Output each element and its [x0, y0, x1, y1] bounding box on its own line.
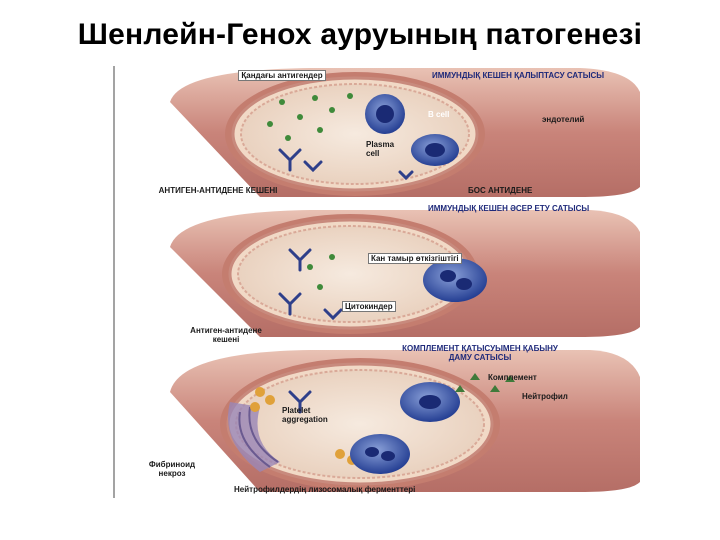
- slide-title: Шенлейн-Генох ауруының патогенезі: [77, 18, 643, 51]
- label-immune-complex-2: Антиген-антидене кешені: [190, 326, 262, 344]
- label-free-antibody: БОС АНТИДЕНЕ: [468, 186, 533, 195]
- label-neutrophil: Нейтрофил: [522, 392, 568, 401]
- panel-3-vessel: [170, 350, 640, 492]
- label-enzymes: Нейтрофилдердің лизосомалық ферменттері: [234, 485, 416, 494]
- label-endothelium: эндотелий: [542, 115, 585, 124]
- label-cytokines: Цитокиндер: [342, 301, 396, 312]
- label-fibrinoid: Фибриноид некроз: [148, 460, 196, 478]
- label-stage-effect: ИММУНДЫҚ КЕШЕН ӘСЕР ЕТУ САТЫСЫ: [428, 204, 590, 213]
- panel-2-vessel: [170, 210, 640, 337]
- label-vessel-permeability: Кан тамыр өткізгіштігі: [368, 253, 462, 264]
- panel-1-vessel: [170, 68, 640, 197]
- label-complement: Комплемент: [488, 373, 537, 382]
- pathogenesis-figure: Қандағы антигендер ИММУНДЫҚ КЕШЕН ҚАЛЫПТ…: [110, 62, 670, 502]
- vessel-illustration: [113, 66, 640, 498]
- label-stage-complement: КОМПЛЕМЕНТ ҚАТЫСУЫМЕН ҚАБЫНУ ДАМУ САТЫСЫ: [402, 344, 558, 362]
- label-immune-complex-1: АНТИГЕН-АНТИДЕНЕ КЕШЕНІ: [158, 186, 278, 195]
- label-platelet: Platelet aggregation: [282, 406, 328, 424]
- label-b-cell: B cell: [428, 110, 450, 119]
- label-stage-formation: ИММУНДЫҚ КЕШЕН ҚАЛЫПТАСУ САТЫСЫ: [432, 71, 605, 80]
- label-plasma-cell: Plasma cell: [366, 140, 395, 158]
- label-blood-antigen: Қандағы антигендер: [238, 70, 326, 81]
